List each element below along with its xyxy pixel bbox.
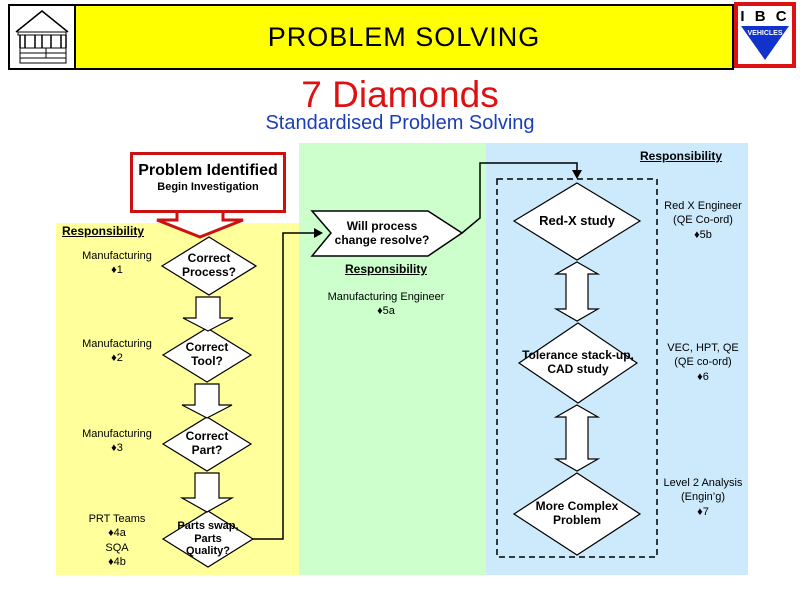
diamond-text-redx-study: Red-X study [539,213,615,229]
diamond-text-correct-part: Correct Part? [185,429,229,457]
responsibility-header-blue: Responsibility [640,149,723,163]
ibc-logo-drawing: I B C VEHICLES [740,8,789,60]
diamond-text-correct-process: Correct Process? [181,251,237,279]
responsibility-header-green: Responsibility [344,262,427,276]
ibc-vehicles-text: VEHICLES [747,30,782,37]
label-manufacturing-2: Manufacturing ♦2 [82,338,152,365]
label-redx-engineer: Red X Engineer (QE Co-ord) ♦5b [664,200,742,241]
label-vec-hpt-qe: VEC, HPT, QE (QE co-ord) ♦6 [667,342,739,383]
diamond-text-more-complex: More Complex Problem [535,499,619,527]
panel-process-change [299,143,486,575]
diamond-text-parts-swap: Parts swap, Parts Quality? [177,520,239,558]
hexagon-text: Will process change resolve? [334,218,430,247]
responsibility-header-yellow: Responsibility [62,224,145,238]
page-title: 7 Diamonds [301,74,499,115]
label-level2-analysis: Level 2 Analysis (Engin’g) ♦7 [663,477,743,518]
problem-identified-box: Problem Identified Begin Investigation [130,152,286,213]
ibc-triangle-icon [741,26,789,60]
start-box-subtitle: Begin Investigation [157,181,259,193]
banner-title: PROBLEM SOLVING [267,21,541,52]
start-box-title: Problem Identified [138,162,278,179]
ibc-logo-text: I B C [740,8,789,25]
label-manufacturing-3: Manufacturing ♦3 [82,428,152,455]
diamond-text-correct-tool: Correct Tool? [185,340,229,368]
label-manufacturing-engineer: Manufacturing Engineer ♦5a [327,291,445,318]
ibc-vehicles-logo: I B C VEHICLES [734,2,796,68]
diamond-text-tolerance: Tolerance stack-up, CAD study [522,348,634,376]
building-logo-icon [10,6,76,68]
label-prt-teams-sqa: PRT Teams ♦4a SQA ♦4b [88,513,146,568]
building-logo-drawing [15,10,69,64]
label-manufacturing-1: Manufacturing ♦1 [82,250,152,277]
header-banner: PROBLEM SOLVING [8,4,734,70]
page-subtitle: Standardised Problem Solving [265,112,535,134]
